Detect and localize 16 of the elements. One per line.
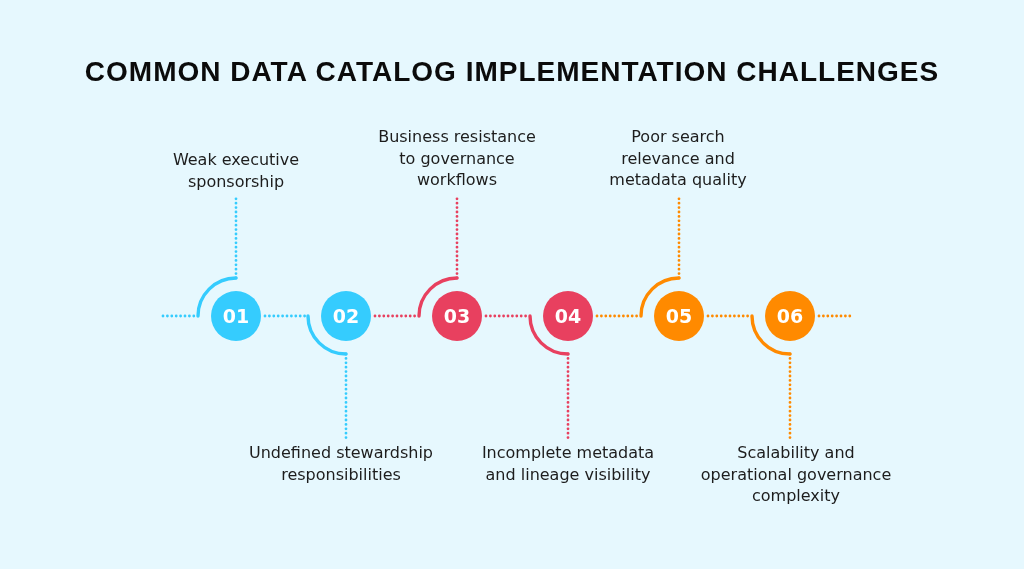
- step-number-circle: 04: [543, 291, 593, 341]
- challenge-text: Business resistance to governance workflows: [377, 126, 537, 191]
- step-number-circle: 01: [211, 291, 261, 341]
- challenge-text: Undefined stewardship responsibilities: [247, 442, 435, 485]
- dotted-leader-line: [344, 352, 348, 440]
- dotted-leader-line: [788, 352, 792, 440]
- diagram-title: COMMON DATA CATALOG IMPLEMENTATION CHALLENGES: [84, 56, 940, 88]
- step-number-circle: 02: [321, 291, 371, 341]
- step-number-circle: 06: [765, 291, 815, 341]
- challenge-text: Weak executive sponsorship: [171, 149, 301, 192]
- step-number-circle: 05: [654, 291, 704, 341]
- challenge-text: Scalability and operational governance complexity: [699, 442, 893, 507]
- challenge-text: Incomplete metadata and lineage visibility: [480, 442, 656, 485]
- challenge-text: Poor search relevance and metadata quality: [608, 126, 748, 191]
- dotted-leader-line: [566, 352, 570, 440]
- step-number-circle: 03: [432, 291, 482, 341]
